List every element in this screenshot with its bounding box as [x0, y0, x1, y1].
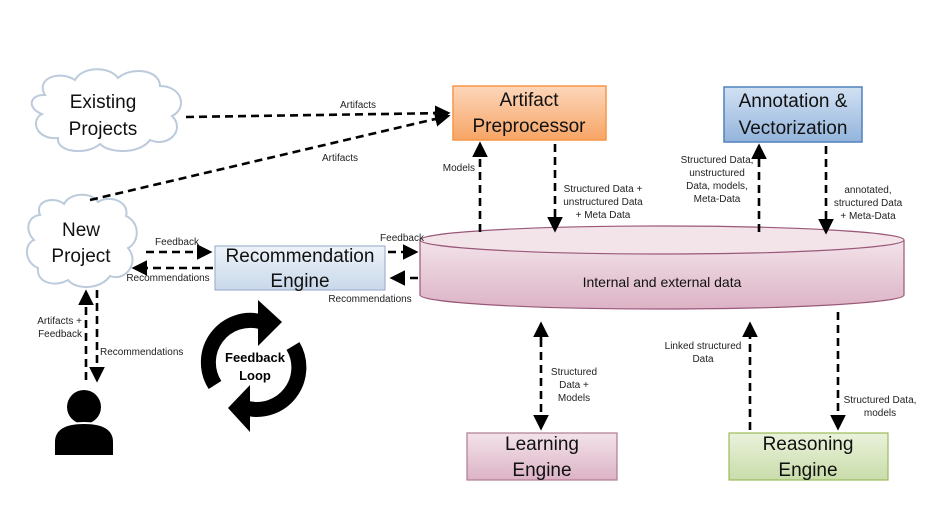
data-store-cylinder[interactable]: Internal and external data	[419, 225, 905, 310]
svg-text:Recommendations: Recommendations	[126, 273, 209, 284]
data-store-label: Internal and external data	[583, 274, 742, 290]
svg-text:Annotation &Vectorization: Annotation &Vectorization	[739, 91, 848, 139]
svg-text:Structured Data +unstructured: Structured Data +unstructured Data+ Meta…	[563, 184, 643, 221]
svg-text:Feedback: Feedback	[380, 233, 425, 244]
svg-text:Recommendations: Recommendations	[100, 347, 183, 358]
svg-text:Artifacts: Artifacts	[322, 153, 358, 164]
user-icon	[53, 390, 115, 457]
svg-text:Models: Models	[443, 163, 475, 174]
annotation-vectorization-box[interactable]: Annotation &Vectorization	[723, 86, 863, 143]
svg-text:Feedback: Feedback	[155, 237, 200, 248]
svg-text:Artifacts: Artifacts	[340, 100, 376, 111]
edges: Artifacts Artifacts Feedback Recommendat…	[37, 100, 917, 431]
svg-text:annotated,structured Data+ Met: annotated,structured Data+ Meta-Data	[834, 185, 903, 222]
svg-text:Artifacts +Feedback: Artifacts +Feedback	[37, 316, 83, 340]
svg-text:Recommendations: Recommendations	[328, 294, 411, 305]
svg-text:Structured Data,models: Structured Data,models	[844, 395, 917, 419]
